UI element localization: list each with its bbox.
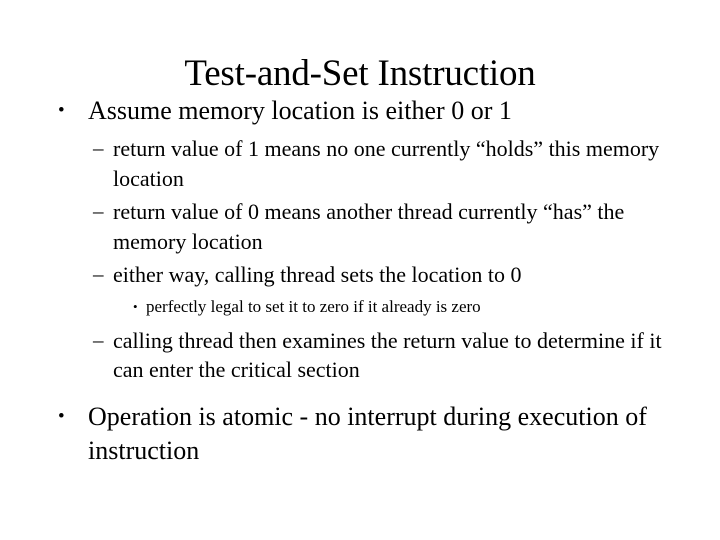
slide-title: Test-and-Set Instruction bbox=[184, 52, 536, 94]
slide-body: • Assume memory location is either 0 or … bbox=[0, 94, 720, 468]
bullet-item-level2: – calling thread then examines the retur… bbox=[0, 326, 720, 385]
bullet-text: calling thread then examines the return … bbox=[113, 327, 662, 383]
bullet-text: return value of 1 means no one currently… bbox=[113, 136, 660, 191]
dash-bullet-icon: – bbox=[93, 199, 104, 223]
bullet-text: Operation is atomic - no interrupt durin… bbox=[88, 401, 647, 465]
bullet-item-level2: – return value of 1 means no one current… bbox=[0, 134, 720, 193]
bullet-text: return value of 0 means another thread c… bbox=[113, 199, 625, 254]
bullet-text: either way, calling thread sets the loca… bbox=[113, 262, 522, 287]
bullet-text: perfectly legal to set it to zero if it … bbox=[146, 296, 481, 316]
bullet-point-icon: • bbox=[58, 100, 65, 121]
bullet-point-icon: • bbox=[133, 298, 138, 314]
bullet-text: Assume memory location is either 0 or 1 bbox=[88, 96, 512, 125]
dash-bullet-icon: – bbox=[93, 262, 104, 286]
bullet-item-level3: • perfectly legal to set it to zero if i… bbox=[0, 294, 720, 320]
dash-bullet-icon: – bbox=[93, 136, 104, 160]
bullet-item-level1: • Operation is atomic - no interrupt dur… bbox=[0, 400, 720, 468]
spacer bbox=[0, 385, 720, 400]
dash-bullet-icon: – bbox=[93, 327, 104, 352]
bullet-point-icon: • bbox=[58, 405, 65, 427]
bullet-item-level2: – either way, calling thread sets the lo… bbox=[0, 260, 720, 290]
bullet-item-level2: – return value of 0 means another thread… bbox=[0, 197, 720, 256]
bullet-item-level1: • Assume memory location is either 0 or … bbox=[0, 94, 720, 128]
